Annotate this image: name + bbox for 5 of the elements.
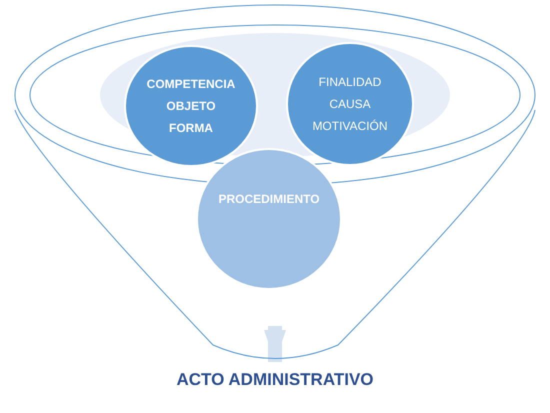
node-text: COMPETENCIA OBJETO FORMA	[146, 76, 236, 137]
result-label: ACTO ADMINISTRATIVO	[176, 370, 374, 389]
block-arrow	[264, 326, 286, 362]
node-text: FINALIDAD CAUSA MOTIVACIÓN	[311, 74, 389, 135]
node-text: PROCEDIMIENTO	[217, 191, 321, 208]
